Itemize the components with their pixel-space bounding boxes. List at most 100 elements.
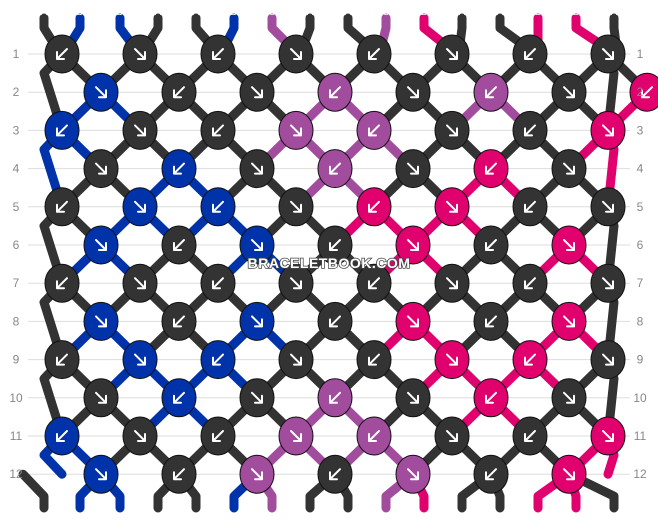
string-label-top: B [421, 7, 428, 18]
string-label-bottom: A [307, 512, 314, 523]
string-label-top: A [155, 7, 162, 18]
watermark: BRACELETBOOK.COM [248, 255, 411, 271]
knot-arrow-icon [290, 124, 302, 137]
row-label-left: 12 [9, 467, 23, 481]
top-string-stub [495, 13, 527, 49]
string-label-bottom: B [421, 512, 428, 523]
knot-arrow-icon [446, 430, 458, 442]
knot-arrow-icon [95, 162, 107, 175]
row-label-right: 11 [634, 429, 647, 443]
knot-arrow-icon [563, 239, 575, 251]
knot-arrow-icon [95, 239, 107, 251]
row-label-left: 10 [9, 391, 23, 405]
knot-arrow-icon [368, 430, 380, 442]
string-label-top: D [230, 7, 237, 18]
string-label-bottom: B [535, 512, 542, 523]
row-label-right: 10 [633, 391, 647, 405]
knot-arrow-icon [602, 200, 614, 213]
knot-arrow-icon [251, 315, 263, 328]
knot-arrow-icon [56, 430, 68, 442]
row-label-left: 6 [13, 238, 20, 252]
knot-arrow-icon [524, 200, 536, 213]
knot-arrow-icon [446, 48, 458, 60]
top-string-stub [191, 13, 215, 49]
string-label-bottom: C [268, 512, 275, 523]
string-label-bottom: B [573, 512, 580, 523]
knot-arrow-icon [563, 162, 575, 175]
string-label-top: A [345, 7, 352, 18]
row-label-right: 9 [637, 353, 644, 367]
knot-arrow-icon [563, 468, 575, 481]
string-label-bottom: A [345, 512, 352, 523]
knot-arrow-icon [524, 353, 536, 366]
knot-arrow-icon [56, 200, 68, 213]
string-label-bottom: D [230, 512, 237, 523]
string-label-top: D [116, 7, 123, 18]
knot-arrow-icon [524, 124, 536, 137]
knot-arrow-icon [212, 353, 224, 366]
string-label-top: C [382, 7, 389, 18]
string-label-top: A [611, 7, 618, 18]
knot-arrow-icon [173, 239, 185, 251]
knot-arrow-icon [602, 124, 614, 137]
knot-arrow-icon [641, 86, 653, 99]
string-label-top: B [573, 7, 580, 18]
knot-arrow-icon [524, 48, 536, 60]
knot-grid [44, 34, 658, 494]
row-label-left: 9 [13, 353, 20, 367]
knot-arrow-icon [212, 124, 224, 137]
knot-arrow-icon [524, 430, 536, 442]
knot-arrow-icon [251, 86, 263, 99]
knot-arrow-icon [290, 277, 302, 290]
row-label-left: 5 [13, 200, 20, 214]
knot-arrow-icon [134, 200, 146, 213]
knot-arrow-icon [95, 86, 107, 99]
string-label-bottom: A [497, 512, 504, 523]
knot-arrow-icon [95, 468, 107, 481]
string-label-bottom: A [459, 512, 466, 523]
knot-arrow-icon [602, 277, 614, 290]
string-label-top: D [76, 7, 83, 18]
knot-arrow-icon [485, 468, 497, 481]
knot-arrow-icon [212, 200, 224, 213]
knot-arrow-icon [446, 277, 458, 290]
knot-arrow-icon [95, 391, 107, 404]
row-label-left: 8 [13, 314, 20, 328]
knot-arrow-icon [173, 315, 185, 328]
string-label-bottom: C [382, 512, 389, 523]
knot-arrow-icon [563, 391, 575, 404]
knot-arrow-icon [368, 200, 380, 213]
knot-arrow-icon [524, 277, 536, 290]
knot-arrow-icon [602, 353, 614, 366]
knot-arrow-icon [368, 124, 380, 137]
bottom-string-stub [18, 469, 49, 513]
top-string-stub [115, 13, 137, 49]
row-label-left: 2 [13, 85, 20, 99]
knot-arrow-icon [446, 353, 458, 366]
row-label-right: 8 [637, 314, 644, 328]
row-label-right: 5 [637, 200, 644, 214]
knot-arrow-icon [407, 391, 419, 404]
knot-arrow-icon [56, 277, 68, 290]
knot-arrow-icon [329, 391, 341, 404]
row-label-right: 7 [637, 276, 644, 290]
row-label-right: 1 [637, 47, 644, 61]
knot-arrow-icon [329, 315, 341, 328]
knot-arrow-icon [485, 391, 497, 404]
top-string-stub [143, 13, 163, 49]
knot-arrow-icon [368, 353, 380, 366]
knot-arrow-icon [563, 86, 575, 99]
knot-arrow-icon [56, 353, 68, 366]
knot-arrow-icon [290, 430, 302, 442]
knot-arrow-icon [251, 468, 263, 481]
string-label-bottom: A [193, 512, 200, 523]
string-label-bottom: D [76, 512, 83, 523]
knot-arrow-icon [212, 48, 224, 60]
top-string-stub [39, 13, 59, 49]
knot-arrow-icon [56, 48, 68, 60]
knot-arrow-icon [602, 430, 614, 442]
knot-arrow-icon [602, 48, 614, 60]
